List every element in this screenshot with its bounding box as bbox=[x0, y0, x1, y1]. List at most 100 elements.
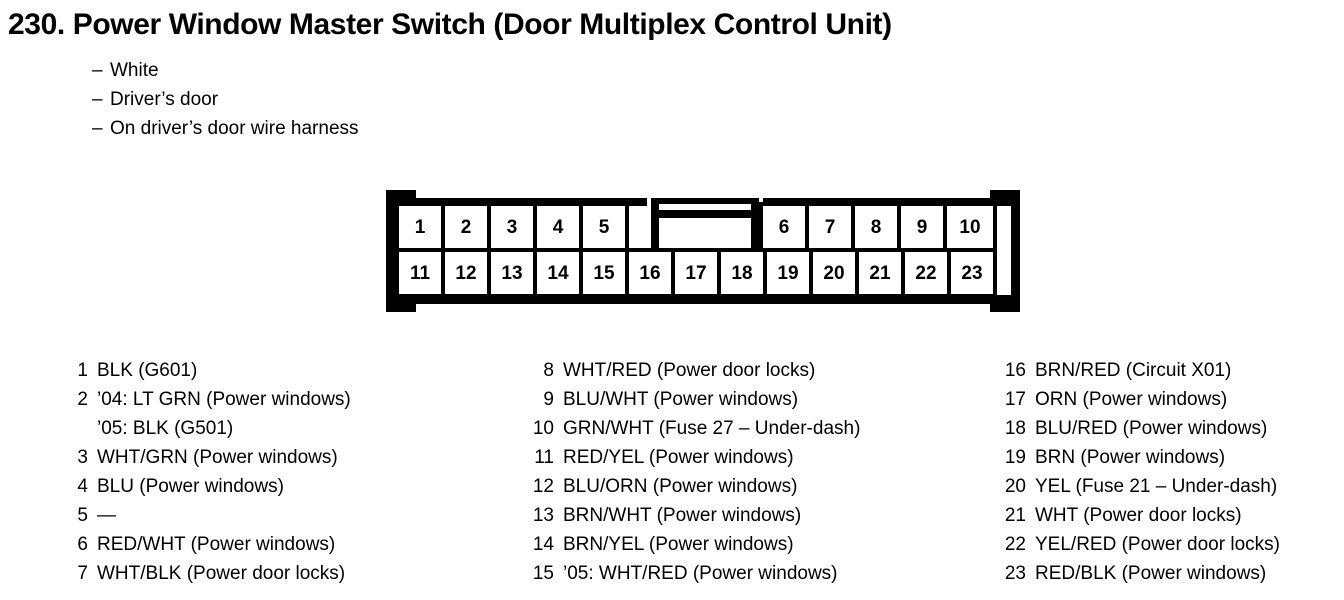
housing-left-wall bbox=[386, 190, 395, 312]
pin-legend-description: GRN/WHT (Fuse 27 – Under-dash) bbox=[563, 418, 861, 439]
pin-cell-7[interactable]: 7 bbox=[805, 202, 855, 252]
pin-legend-column-3: 16 BRN/RED (Circuit X01) 17 ORN (Power wind… bbox=[1000, 360, 1344, 592]
pin-legend-description: BRN/YEL (Power windows) bbox=[563, 534, 794, 555]
connector-attributes-list: –White –Driver’s door –On driver’s door … bbox=[92, 56, 359, 143]
pin-legend-row: 12 BLU/ORN (Power windows) bbox=[528, 476, 978, 505]
pin-legend-number: 6 bbox=[77, 534, 88, 555]
pin-cell-9[interactable]: 9 bbox=[897, 202, 947, 252]
bullet-dash: – bbox=[92, 89, 103, 110]
pin-legend-description: BLU/RED (Power windows) bbox=[1035, 418, 1268, 439]
pin-cell-10[interactable]: 10 bbox=[943, 202, 997, 252]
housing-bottom-wall bbox=[386, 295, 1020, 304]
connector-attribute-location: –Driver’s door bbox=[92, 85, 359, 114]
pin-cell-6[interactable]: 6 bbox=[759, 202, 809, 252]
pin-legend-number: 22 bbox=[1004, 534, 1026, 555]
pin-legend-description: ’05: BLK (G501) bbox=[97, 418, 234, 439]
pin-cell-11[interactable]: 11 bbox=[395, 248, 445, 298]
pin-legend-row: 2’05: BLK (G501) bbox=[62, 418, 492, 447]
pin-legend-description: YEL (Fuse 21 – Under-dash) bbox=[1035, 476, 1278, 497]
notch-right-leg bbox=[751, 198, 759, 248]
pin-legend-description: — bbox=[97, 505, 116, 526]
connector-attribute-color: –White bbox=[92, 56, 359, 85]
pin-legend-description: RED/WHT (Power windows) bbox=[97, 534, 336, 555]
pin-cell-13[interactable]: 13 bbox=[487, 248, 537, 298]
pin-legend-row: 20 YEL (Fuse 21 – Under-dash) bbox=[1000, 476, 1344, 505]
pin-cell-18[interactable]: 18 bbox=[717, 248, 767, 298]
pin-legend-description: BLU/WHT (Power windows) bbox=[563, 389, 799, 410]
pin-legend-description: WHT/BLK (Power door locks) bbox=[97, 563, 346, 584]
notch-slot bbox=[659, 204, 751, 210]
connector-diagram: 1 2 3 4 5 6 7 8 9 10 11 12 13 14 15 16 1… bbox=[386, 190, 1020, 312]
pin-legend-description: BRN (Power windows) bbox=[1035, 447, 1226, 468]
pin-legend-number: 3 bbox=[77, 447, 88, 468]
pin-cell-19[interactable]: 19 bbox=[763, 248, 813, 298]
pin-legend-number: 2 bbox=[77, 389, 88, 410]
pin-legend-number: 11 bbox=[534, 447, 554, 468]
pin-cell-4[interactable]: 4 bbox=[533, 202, 583, 252]
pin-legend-description: BLU/ORN (Power windows) bbox=[563, 476, 798, 497]
pin-legend-row: 14 BRN/YEL (Power windows) bbox=[528, 534, 978, 563]
pin-cell-23[interactable]: 23 bbox=[947, 248, 997, 298]
pin-legend-description: BRN/WHT (Power windows) bbox=[563, 505, 802, 526]
pin-legend-number: 21 bbox=[1004, 505, 1026, 526]
pin-legend-description: RED/BLK (Power windows) bbox=[1035, 563, 1267, 584]
pin-legend-number: 9 bbox=[543, 389, 554, 410]
pin-cell-1[interactable]: 1 bbox=[395, 202, 445, 252]
pin-legend-row: 22 YEL/RED (Power door locks) bbox=[1000, 534, 1344, 563]
pin-legend-description: ’04: LT GRN (Power windows) bbox=[97, 389, 351, 410]
pin-legend-row: 17 ORN (Power windows) bbox=[1000, 389, 1344, 418]
connector-attribute-harness: –On driver’s door wire harness bbox=[92, 114, 359, 143]
housing-right-wall bbox=[1011, 190, 1020, 312]
pin-legend-number: 7 bbox=[77, 563, 88, 584]
pin-legend-number: 16 bbox=[1004, 360, 1026, 381]
pin-legend-number: 20 bbox=[1004, 476, 1026, 497]
pin-legend-description: BLU (Power windows) bbox=[97, 476, 284, 497]
pin-cell-17[interactable]: 17 bbox=[671, 248, 721, 298]
pin-legend-row: 7 WHT/BLK (Power door locks) bbox=[62, 563, 492, 592]
page-title: 230. Power Window Master Switch (Door Mu… bbox=[8, 8, 892, 41]
pin-legend-row: 15’05: WHT/RED (Power windows) bbox=[528, 563, 978, 592]
pin-legend-description: BRN/RED (Circuit X01) bbox=[1035, 360, 1232, 381]
pin-cell-22[interactable]: 22 bbox=[901, 248, 951, 298]
pin-legend-description: YEL/RED (Power door locks) bbox=[1035, 534, 1280, 555]
bullet-dash: – bbox=[92, 60, 103, 81]
pin-legend-number: 14 bbox=[532, 534, 554, 555]
pin-legend-number: 19 bbox=[1004, 447, 1026, 468]
pin-cell-3[interactable]: 3 bbox=[487, 202, 537, 252]
pin-legend-row: 2 ’04: LT GRN (Power windows) bbox=[62, 389, 492, 418]
pin-legend-number: 1 bbox=[77, 360, 88, 381]
pin-cell-8[interactable]: 8 bbox=[851, 202, 901, 252]
connector-attribute-color-label: White bbox=[110, 60, 159, 81]
connector-attribute-location-label: Driver’s door bbox=[110, 89, 219, 110]
pin-legend-description: ORN (Power windows) bbox=[1035, 389, 1228, 410]
bullet-dash: – bbox=[92, 118, 103, 139]
pin-cell-14[interactable]: 14 bbox=[533, 248, 583, 298]
pin-legend-row: 21 WHT (Power door locks) bbox=[1000, 505, 1344, 534]
pin-legend-number: 17 bbox=[1004, 389, 1026, 410]
pin-legend-number: 12 bbox=[532, 476, 554, 497]
housing-ear-bottom-left bbox=[386, 303, 416, 312]
pin-cell-16[interactable]: 16 bbox=[625, 248, 675, 298]
notch-left-leg bbox=[651, 198, 659, 248]
pin-cell-5[interactable]: 5 bbox=[579, 202, 629, 252]
pin-legend-description: RED/YEL (Power windows) bbox=[563, 447, 794, 468]
pin-cell-15[interactable]: 15 bbox=[579, 248, 629, 298]
pin-legend-row: 5— bbox=[62, 505, 492, 534]
pin-legend-row: 19 BRN (Power windows) bbox=[1000, 447, 1344, 476]
pin-cell-12[interactable]: 12 bbox=[441, 248, 491, 298]
pin-cell-21[interactable]: 21 bbox=[855, 248, 905, 298]
pin-legend-row: 6 RED/WHT (Power windows) bbox=[62, 534, 492, 563]
pin-legend-description: WHT (Power door locks) bbox=[1035, 505, 1242, 526]
pin-cell-20[interactable]: 20 bbox=[809, 248, 859, 298]
pin-cell-2[interactable]: 2 bbox=[441, 202, 491, 252]
pin-legend-number: 15 bbox=[532, 563, 554, 584]
